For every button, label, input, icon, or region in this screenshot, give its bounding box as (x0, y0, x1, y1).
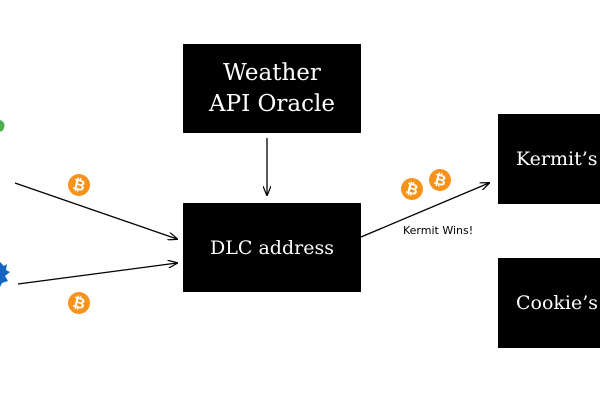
kermit-wallet-label: Kermit’s (516, 148, 598, 170)
arrow-dlc-to-kermit (360, 183, 489, 238)
dlc-address-label: DLC address (210, 236, 334, 259)
arrow-kermit-to-dlc (14, 182, 177, 239)
dlc-address-box: DLC address (183, 203, 361, 292)
cookie-wallet-label: Cookie’s (516, 292, 599, 314)
oracle-title-line1: Weather (223, 59, 321, 86)
kermit-figure (0, 120, 5, 132)
kermit-wallet-box: Kermit’s (498, 114, 600, 204)
oracle-title-line2: API Oracle (209, 90, 335, 117)
arrow-cookie-to-dlc (17, 263, 177, 285)
oracle-box: Weather API Oracle (183, 44, 361, 133)
kermit-wins-label: Kermit Wins! (403, 224, 474, 237)
cookie-wallet-box: Cookie’s (498, 258, 600, 348)
cookie-monster-figure (0, 262, 10, 287)
